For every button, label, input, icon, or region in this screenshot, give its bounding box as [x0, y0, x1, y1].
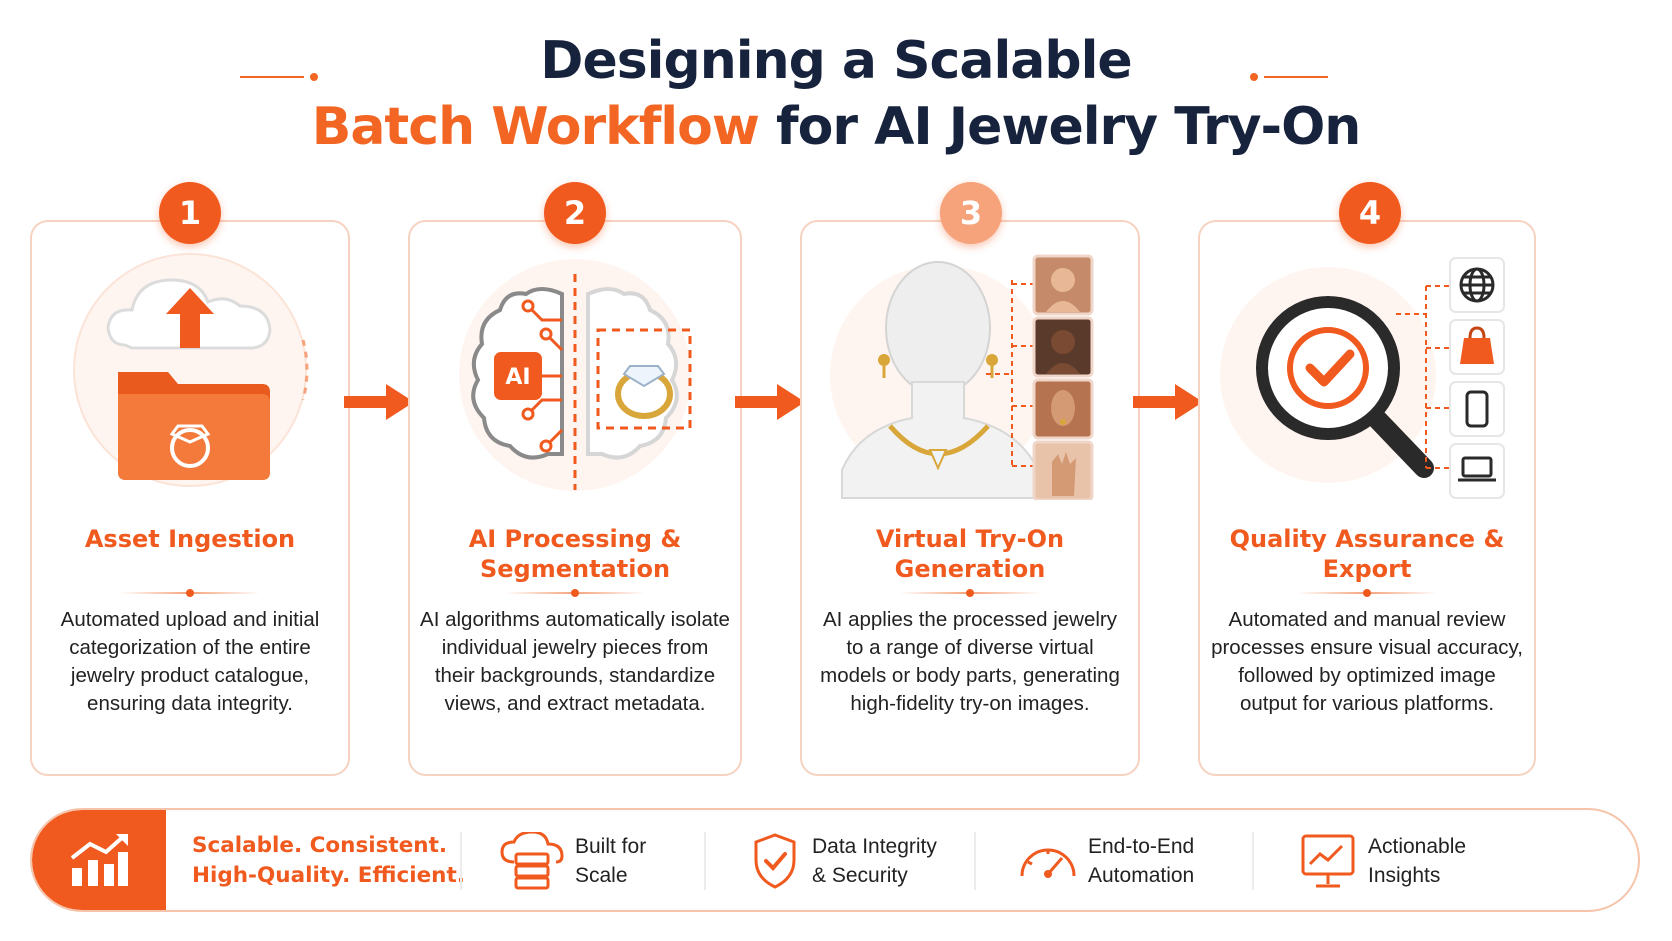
- step-description-asset-ingestion: Automated upload and initial categorizat…: [60, 608, 320, 715]
- page-title-rest: for AI Jewelry Try-On: [758, 97, 1361, 157]
- step-number-badge: 4: [1339, 182, 1401, 244]
- mannequin-jewelry-icon: [830, 254, 1094, 500]
- slogan-line-1: Scalable. Consistent.: [192, 833, 448, 858]
- feature-label-security: Data Integrity & Security: [812, 832, 937, 890]
- step-description-ai-processing: AI algorithms automatically isolate indi…: [420, 608, 730, 715]
- step-description-quality-assurance: Automated and manual review processes en…: [1211, 608, 1523, 715]
- feature-separator: [460, 832, 462, 890]
- title-decoration-left: [240, 76, 304, 78]
- ai-brain-ring-icon: [459, 259, 692, 491]
- page-title-accent: Batch Workflow: [311, 97, 760, 157]
- step-title-virtual-try-on: Virtual Try-On Generation: [875, 525, 1065, 583]
- feature-label-line: & Security: [812, 864, 908, 887]
- feature-label-insights: Actionable Insights: [1368, 832, 1466, 890]
- page-title-line-1: Designing a Scalable: [540, 31, 1132, 91]
- step-divider-dot: [571, 589, 579, 597]
- benefits-slogan: Scalable. Consistent. High-Quality. Effi…: [192, 831, 465, 891]
- feature-label-line: End-to-End: [1088, 835, 1195, 858]
- step-number-badge: 2: [544, 182, 606, 244]
- page-title-line-2: Batch Workflow for AI Jewelry Try-On: [0, 94, 1672, 160]
- flow-arrow-icon: [735, 384, 805, 420]
- title-decoration-left-dot: [310, 73, 318, 81]
- cloud-upload-folder-icon: [73, 253, 309, 487]
- feature-separator: [974, 832, 976, 890]
- slogan-line-2: High-Quality. Efficient.: [192, 863, 465, 888]
- feature-separator: [1252, 832, 1254, 890]
- growth-chart-icon: [70, 834, 128, 886]
- benefits-lead-panel: [32, 810, 166, 910]
- step-number-badge: 1: [159, 182, 221, 244]
- step-number-badge: 3: [940, 182, 1002, 244]
- feature-separator: [704, 832, 706, 890]
- analytics-monitor-icon: [1301, 834, 1355, 888]
- shield-check-icon: [754, 833, 796, 889]
- feature-label-scale: Built for Scale: [575, 832, 646, 890]
- feature-label-line: Automation: [1088, 864, 1195, 887]
- step-title-ai-processing: AI Processing & Segmentation: [468, 525, 682, 583]
- feature-label-line: Scale: [575, 864, 628, 887]
- title-decoration-right-dot: [1250, 73, 1258, 81]
- ai-chip-label: AI: [505, 365, 531, 390]
- flow-arrow-icon: [1133, 384, 1203, 420]
- feature-label-line: Built for: [575, 835, 647, 858]
- page-header: Designing a Scalable Batch Workflow for …: [0, 28, 1672, 160]
- feature-label-automation: End-to-End Automation: [1088, 832, 1194, 890]
- step-divider-dot: [186, 589, 194, 597]
- flow-arrow-icon: [344, 384, 414, 420]
- cloud-server-icon: [500, 832, 564, 890]
- title-decoration-right: [1264, 76, 1328, 78]
- magnifier-check-icon: [1220, 257, 1505, 499]
- step-divider-dot: [966, 589, 974, 597]
- feature-label-line: Actionable: [1368, 835, 1467, 858]
- step-divider-dot: [1363, 589, 1371, 597]
- step-title-quality-assurance: Quality Assurance & Export: [1229, 525, 1505, 583]
- benefits-bar: Scalable. Consistent. High-Quality. Effi…: [30, 808, 1640, 912]
- feature-label-line: Insights: [1368, 864, 1441, 887]
- step-title-asset-ingestion: Asset Ingestion: [84, 525, 296, 553]
- speedometer-icon: [1020, 848, 1076, 878]
- step-description-virtual-try-on: AI applies the processed jewelry to a ra…: [820, 608, 1120, 715]
- feature-label-line: Data Integrity: [812, 835, 937, 858]
